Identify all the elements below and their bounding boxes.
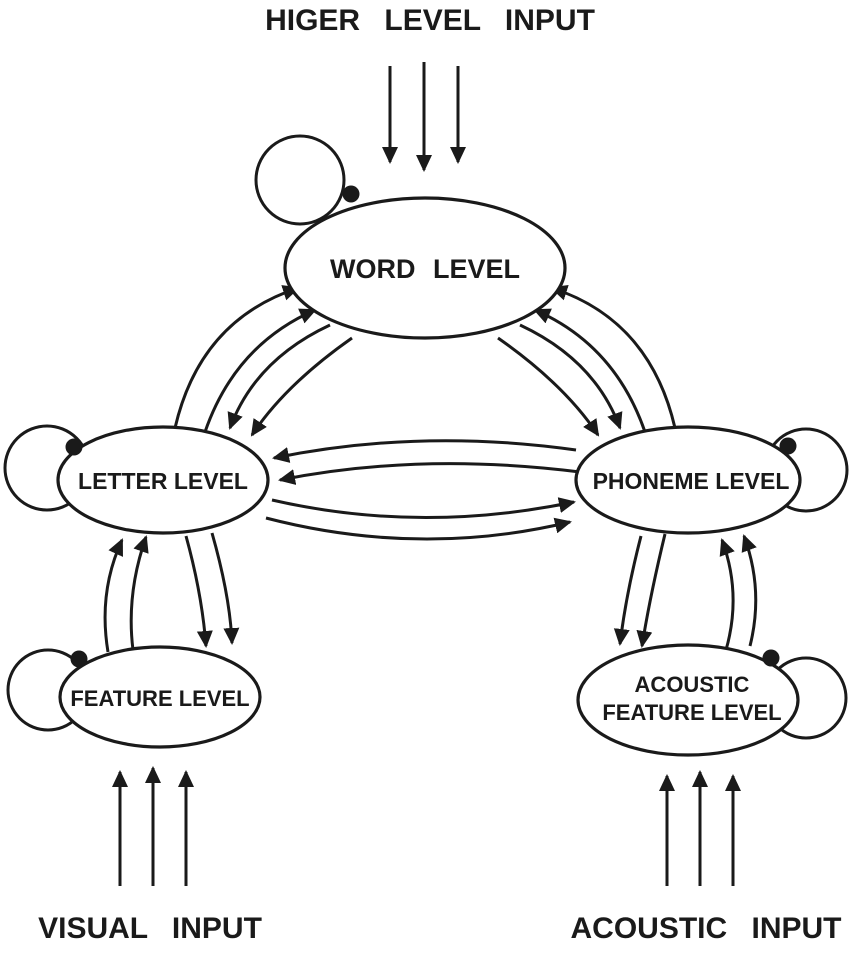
- letter-to-feature-arrow: [210, 532, 240, 645]
- visual-input-arrows: [112, 766, 194, 886]
- word-loop-dot: [342, 185, 360, 203]
- word-to-phoneme-arrow: [497, 336, 600, 437]
- loop-dots: [65, 185, 797, 668]
- letter-to-word-arrow: [173, 285, 300, 429]
- word-phoneme-arrows: [497, 285, 677, 437]
- node-labels: WORD LEVEL LETTER LEVEL PHONEME LEVEL FE…: [70, 254, 789, 725]
- acoustic-feature-level-label-line2: FEATURE LEVEL: [602, 700, 781, 725]
- higher-level-input-arrows: [382, 62, 466, 172]
- acoustic-feature-loop-dot: [762, 649, 780, 667]
- phoneme-to-acoustic-arrow: [613, 535, 643, 646]
- letter-phoneme-arrows: [265, 439, 581, 541]
- outer-labels: HIGER LEVEL INPUT VISUAL INPUT ACOUSTIC …: [38, 4, 841, 945]
- word-level-label: WORD LEVEL: [330, 254, 520, 284]
- word-letter-arrows: [173, 285, 353, 437]
- word-level-node: [283, 196, 567, 340]
- letter-feature-arrows: [103, 532, 240, 653]
- acoustic-to-phoneme-arrow: [741, 534, 758, 647]
- phoneme-to-word-arrow: [550, 285, 677, 429]
- acoustic-to-phoneme-arrow: [719, 538, 735, 651]
- phoneme-acoustic-arrows: [613, 533, 758, 651]
- phoneme-to-acoustic-arrow: [636, 533, 667, 648]
- acoustic-feature-level-node: [576, 643, 800, 757]
- word-to-letter-arrow: [250, 336, 353, 437]
- letter-level-label: LETTER LEVEL: [78, 468, 248, 494]
- higher-level-input-label: HIGER LEVEL INPUT: [265, 4, 595, 37]
- word-self-loop: [254, 134, 346, 226]
- acoustic-input-label: ACOUSTIC INPUT: [571, 912, 842, 945]
- phoneme-level-node: [574, 425, 802, 535]
- word-to-phoneme-arrow: [519, 323, 623, 430]
- visual-input-label: VISUAL INPUT: [38, 912, 262, 945]
- feature-to-letter-arrow: [103, 538, 124, 653]
- feature-level-node: [58, 645, 262, 749]
- phoneme-level-label: PHONEME LEVEL: [593, 468, 790, 494]
- phoneme-to-letter-arrow: [278, 462, 581, 485]
- letter-to-feature-arrow: [184, 535, 213, 648]
- phoneme-to-letter-arrow: [272, 439, 577, 463]
- feature-level-label: FEATURE LEVEL: [70, 686, 249, 711]
- letter-level-node: [56, 425, 270, 535]
- nodes: [56, 196, 802, 757]
- feature-to-letter-arrow: [129, 535, 149, 651]
- letter-to-word-arrow: [203, 308, 317, 433]
- letter-loop-dot: [65, 438, 83, 456]
- feature-loop-dot: [70, 650, 88, 668]
- letter-to-phoneme-arrow: [271, 497, 576, 519]
- phoneme-to-word-arrow: [533, 308, 647, 433]
- word-to-letter-arrow: [227, 323, 331, 430]
- letter-to-phoneme-arrow: [265, 516, 572, 541]
- phoneme-loop-dot: [779, 437, 797, 455]
- acoustic-input-arrows: [659, 770, 741, 886]
- acoustic-feature-level-label-line1: ACOUSTIC: [635, 672, 750, 697]
